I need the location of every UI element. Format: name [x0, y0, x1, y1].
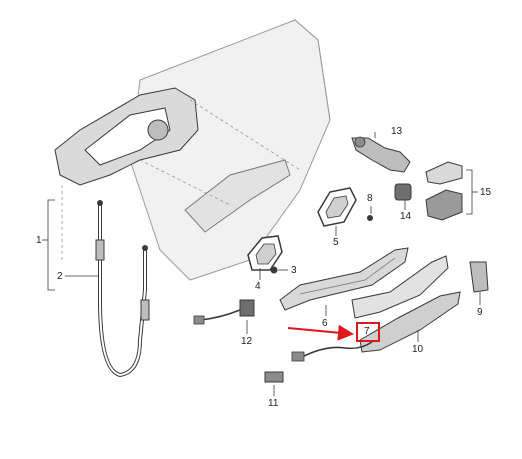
handle-pad: [351, 255, 449, 319]
handle-carrier-frame: [84, 107, 171, 166]
screw: [270, 266, 278, 274]
callout-14: 14: [400, 211, 412, 222]
callout-8: 8: [367, 193, 373, 204]
door-panel-edge: [294, 19, 331, 121]
carrier-mechanism: [147, 119, 169, 141]
harness-connector: [291, 351, 305, 362]
end-cap: [469, 261, 489, 293]
cable-end-b: [142, 245, 148, 251]
outer-handle: [279, 247, 409, 311]
callout-9: 9: [477, 307, 483, 318]
wiring-harness: [299, 341, 373, 359]
highlight-arrow: [287, 324, 354, 341]
microswitch-wire: [199, 309, 241, 321]
callout-6: 6: [322, 318, 328, 329]
cap-upper: [425, 161, 463, 185]
microswitch-plug: [193, 315, 205, 325]
callout-15: 15: [480, 187, 492, 198]
screw-8: [367, 215, 373, 221]
callout-4: 4: [255, 281, 261, 292]
cap-lower: [425, 189, 463, 221]
callout-12: 12: [241, 336, 253, 347]
callout-7: 7: [364, 326, 370, 337]
lock-insert: [394, 183, 412, 201]
bowden-cable-a: [98, 205, 147, 378]
callout-10: 10: [412, 344, 424, 355]
trim-strip: [359, 291, 461, 353]
callout-11: 11: [268, 398, 279, 409]
callout-5: 5: [333, 237, 339, 248]
connector-11: [264, 371, 284, 383]
callout-1-bracket: [47, 199, 55, 291]
callout-7-highlight-box: [356, 322, 380, 342]
microswitch: [239, 299, 255, 317]
cable-fitting: [95, 239, 105, 261]
cable-fitting-b: [140, 299, 150, 321]
lock-cylinder: [351, 137, 411, 173]
cable-end: [97, 200, 103, 206]
callout-13: 13: [391, 126, 403, 137]
callout-2: 2: [57, 271, 63, 282]
bowden-cable-a-inner: [99, 205, 146, 377]
callout-1: 1: [36, 235, 42, 246]
callout-15-bracket: [466, 169, 473, 215]
handle-recess: [184, 159, 291, 233]
callout-3: 3: [291, 265, 297, 276]
